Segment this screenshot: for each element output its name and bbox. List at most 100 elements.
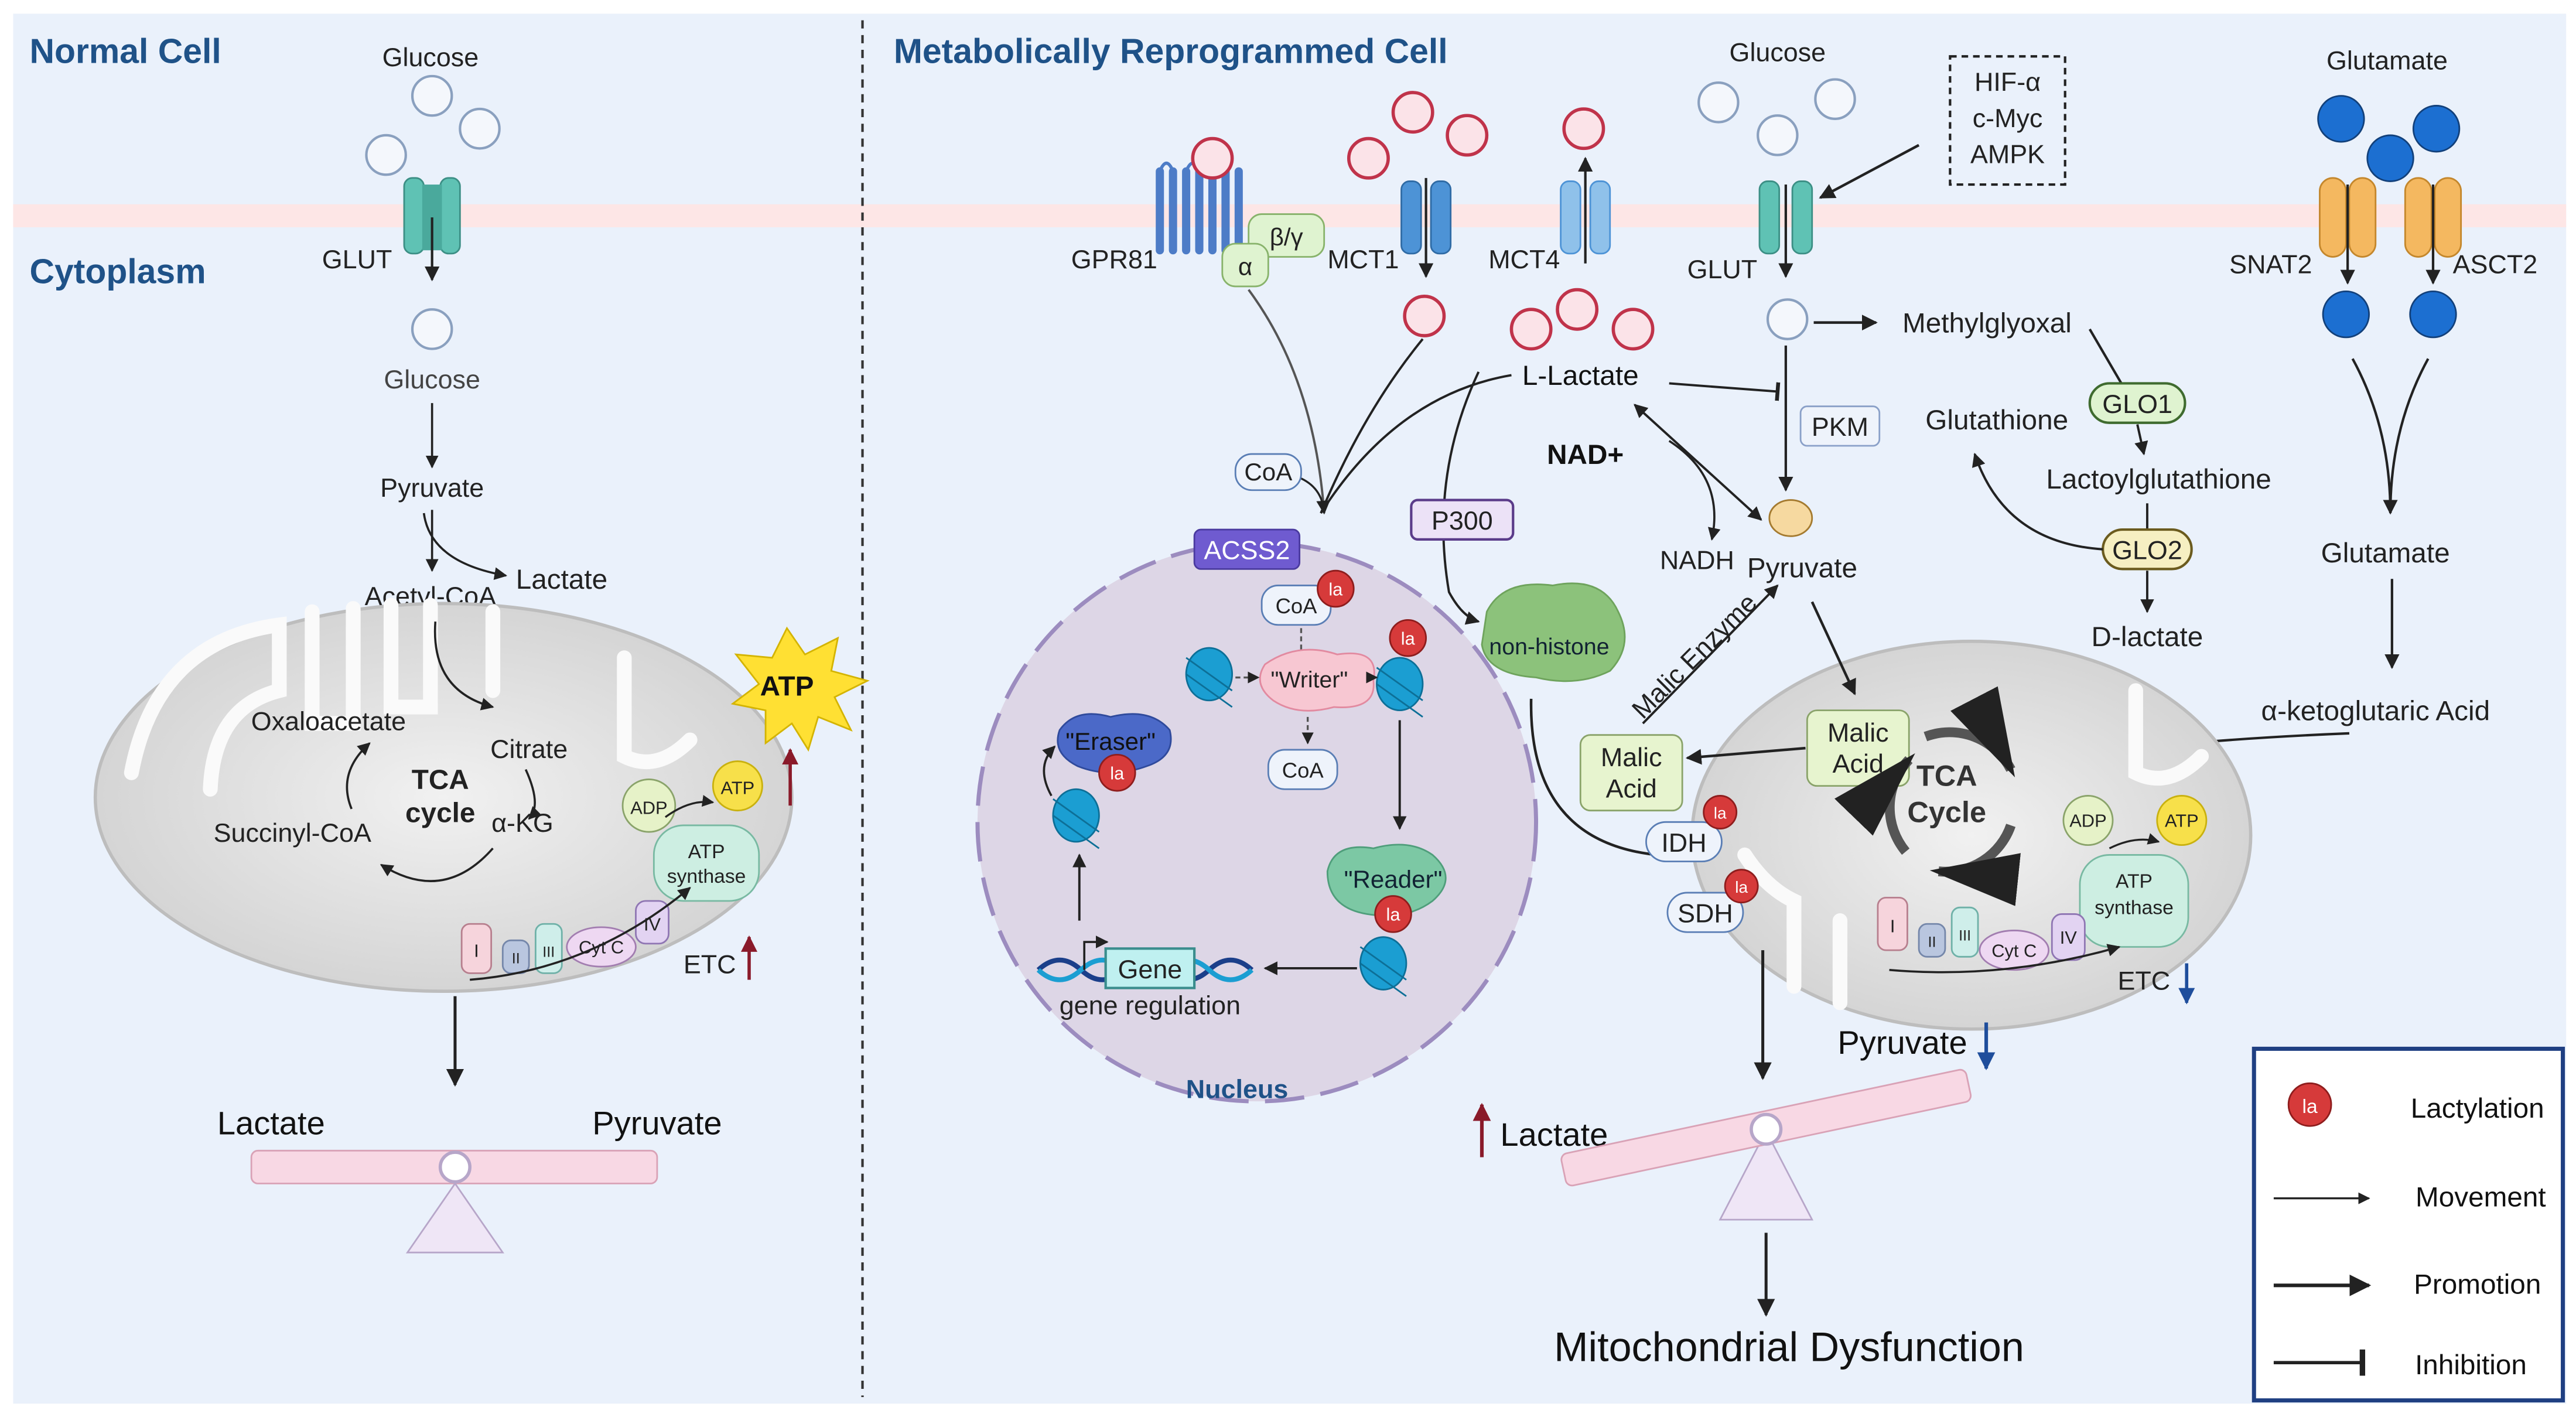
glutamate-mid-label: Glutamate [2321, 538, 2450, 569]
reprogrammed-cell-title: Metabolically Reprogrammed Cell [894, 32, 1448, 70]
lactate-molecule [1562, 107, 1605, 151]
tca-cycle-label-reprogrammed: Cycle [1907, 795, 1986, 828]
lactylation-mark [1703, 795, 1738, 829]
complex-iv-label: IV [644, 914, 661, 934]
atp-synthase-reprogrammed [2079, 854, 2189, 948]
complex-iii-label: III [542, 944, 555, 960]
eraser-label: "Eraser" [1065, 728, 1156, 755]
malic-acid-left [1579, 734, 1683, 812]
mct1-transporter [1400, 180, 1452, 255]
complex-iii-label: III [1959, 927, 1971, 944]
nucleosome-lactylated [1376, 657, 1424, 718]
la-label: la [1328, 579, 1343, 599]
gpr81-label: GPR81 [1071, 244, 1157, 274]
glucose-molecule [459, 107, 501, 150]
eraser-enzyme [1057, 713, 1172, 774]
complex-ii [1918, 923, 1946, 958]
glutamate-molecule [2412, 105, 2461, 153]
asct2-label: ASCT2 [2453, 250, 2538, 279]
g-protein-beta-gamma [1248, 213, 1325, 258]
cytc-label: Cyt C [579, 937, 624, 958]
lactate-molecule [1556, 288, 1599, 331]
cytc-label-reprogrammed: Cyt C [1991, 940, 2037, 961]
complex-i [460, 923, 493, 974]
snat2-transporter [2319, 177, 2377, 258]
malic-acid-left-label-2: Acid [1606, 773, 1657, 803]
d-lactate-label: D-lactate [2092, 622, 2203, 653]
seesaw-lactate-label-reprogrammed: Lactate [1500, 1116, 1608, 1153]
glucose-label-top: Glucose [382, 42, 479, 72]
glucose-molecule [1814, 78, 1856, 120]
lactylation-mark [1317, 569, 1355, 608]
la-label: la [1714, 804, 1727, 822]
coa-bubble-nucleus [1267, 749, 1338, 790]
lactate-molecule [1347, 136, 1390, 180]
complex-iii [534, 923, 563, 974]
glucose-molecule [1766, 298, 1809, 340]
nucleosome [1359, 936, 1407, 997]
lactylation-mark [1389, 619, 1427, 657]
reader-protein [1326, 844, 1447, 917]
g-protein-alpha [1221, 243, 1269, 288]
ampk-label: AMPK [1970, 139, 2045, 169]
coa-free-label: CoA [1282, 759, 1324, 783]
nad-plus-label: NAD+ [1547, 439, 1624, 470]
lactylation-mark [1374, 895, 1412, 933]
glucose-molecule [411, 74, 453, 117]
seesaw-lactate-label: Lactate [217, 1104, 325, 1141]
atp-synthase-normal [652, 824, 760, 902]
atp-synthase-label-2: synthase [667, 866, 746, 887]
non-histone-label: non-histone [1489, 634, 1609, 660]
nucleosome [1185, 647, 1234, 708]
etc-label: ETC [684, 949, 736, 979]
c-myc-label: c-Myc [1973, 103, 2043, 133]
seesaw-pyruvate-label-reprogrammed: Pyruvate [1837, 1024, 1967, 1061]
mitochondrial-dysfunction-label: Mitochondrial Dysfunction [1554, 1324, 2024, 1370]
asct2-transporter [2404, 177, 2462, 258]
coa-top-label: CoA [1244, 458, 1292, 486]
nadh-label: NADH [1660, 545, 1734, 575]
succinyl-coa-label: Succinyl-CoA [214, 818, 371, 848]
atp-molecule [2156, 795, 2208, 846]
lactoylglutathione-label: Lactoylglutathione [2046, 464, 2271, 495]
glutamate-molecule [2317, 95, 2365, 143]
legend-la-symbol: la [2302, 1096, 2318, 1118]
glucose-label-inner: Glucose [384, 364, 480, 394]
legend-lactylation-label: Lactylation [2411, 1093, 2544, 1124]
adp-label-reprogrammed: ADP [2069, 811, 2106, 831]
glutamate-molecule [2409, 290, 2457, 339]
complex-i-label: I [1890, 916, 1895, 936]
citrate-label: Citrate [490, 734, 568, 764]
complex-iv-label: IV [2060, 927, 2078, 948]
oxaloacetate-label: Oxaloacetate [251, 706, 406, 736]
reader-label: "Reader" [1344, 866, 1443, 893]
idh-enzyme [1645, 821, 1723, 863]
akg-label: α-KG [491, 808, 554, 838]
writer-enzyme [1259, 648, 1375, 712]
malic-acid-left-label: Malic [1601, 742, 1662, 772]
normal-cell-panel: Glucose GLUT Glucose Pyruvate Lactate Ac… [93, 42, 870, 1254]
sdh-label: SDH [1678, 898, 1733, 928]
atp-synthase-label-reprogrammed-2: synthase [2095, 897, 2174, 919]
glutamate-molecule [2322, 290, 2370, 339]
lactate-molecule [1611, 308, 1655, 351]
p300-label: P300 [1432, 506, 1493, 535]
atp-burst-label: ATP [760, 671, 814, 702]
la-label: la [1401, 628, 1416, 648]
tca-cycle-arrow [1924, 686, 2015, 778]
nucleus: Nucleus ACSS2 CoA la "Writer" CoA la "Re… [975, 528, 1539, 1104]
malic-acid-right-label-2: Acid [1833, 749, 1884, 779]
mct1-label: MCT1 [1327, 244, 1399, 274]
la-label: la [1735, 878, 1748, 896]
lactate-molecule [1509, 308, 1553, 351]
lactate-molecule [1191, 136, 1234, 180]
gpr81-receptor [1156, 161, 1243, 255]
tca-label: TCA [412, 764, 469, 795]
pyruvate-molecule [1768, 499, 1813, 537]
complex-i [1877, 896, 1908, 951]
tca-cycle-arrow [1929, 824, 2021, 906]
p300-enzyme [1410, 498, 1515, 541]
gene-box [1104, 947, 1196, 989]
